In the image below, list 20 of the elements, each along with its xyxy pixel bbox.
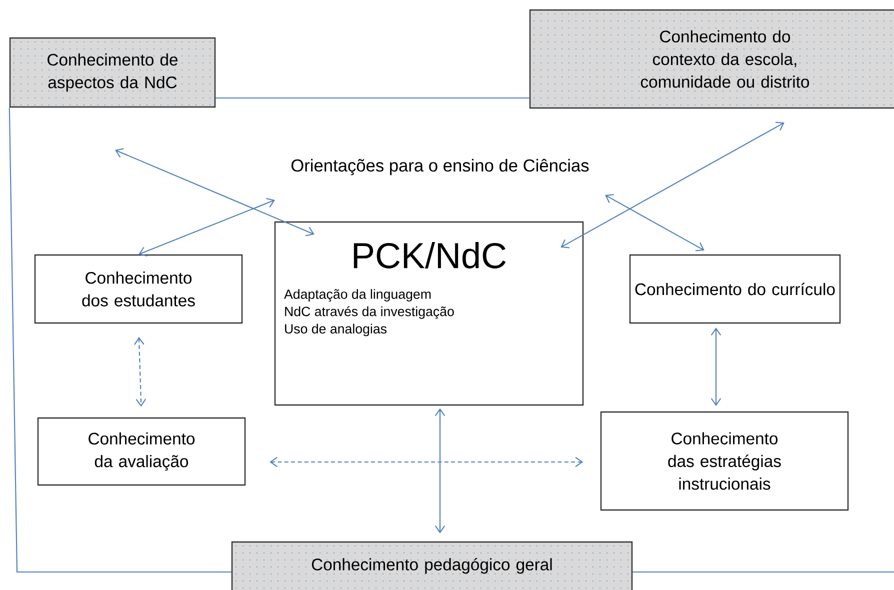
process-box: Conhecimento das estratégias instrucionais <box>600 411 849 511</box>
process-box: Conhecimento da avaliação <box>37 417 246 486</box>
process-box: PCK/NdC Adaptação da linguagem NdC através da investigação Uso de analogias <box>274 221 584 406</box>
connector-line <box>632 571 894 573</box>
connector-line <box>216 97 530 99</box>
process-box: Conhecimento do currículo <box>629 254 841 324</box>
process-box: Conhecimento dos estudantes <box>34 254 243 324</box>
shaded-box: Conhecimento de aspectos da NdC <box>9 37 216 108</box>
shaded-box: Conhecimento do contexto da escola, comunidade ou distrito <box>529 9 894 109</box>
heading-text: Orientações para o ensino de Ciências <box>291 158 589 176</box>
arrow <box>115 148 314 236</box>
arrow <box>134 336 146 407</box>
arrow <box>710 328 722 406</box>
arrow <box>434 408 446 534</box>
arrow <box>560 122 784 248</box>
shaded-box: Conhecimento pedagógico geral <box>231 541 633 590</box>
arrow <box>138 198 275 256</box>
arrow <box>270 456 584 468</box>
arrow <box>605 194 704 252</box>
connector-line <box>8 108 232 573</box>
